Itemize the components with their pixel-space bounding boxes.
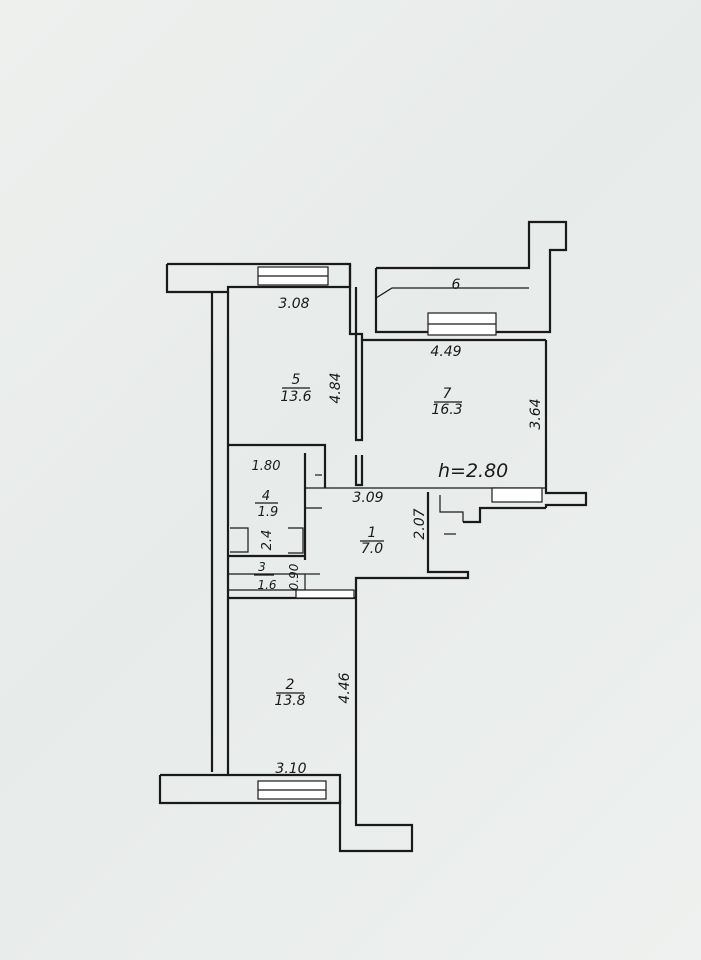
room3-number: 3 <box>258 560 266 574</box>
kitchen-counter <box>491 487 543 503</box>
room7-area: 16.3 <box>431 402 462 418</box>
fixture-sink <box>288 527 304 554</box>
room3-area: 1.6 <box>257 578 276 592</box>
dimension-ticks <box>305 474 456 575</box>
fixture-bath <box>230 527 249 553</box>
windows <box>257 266 497 800</box>
room5-area: 13.6 <box>280 389 311 405</box>
dim-room2-width: 3.10 <box>275 761 306 777</box>
wall-right-room7 <box>544 340 588 508</box>
dim-room4-length: 2.4 <box>260 530 275 551</box>
dim-room7-width: 4.49 <box>430 344 461 360</box>
dim-room5-width: 3.08 <box>278 296 309 312</box>
wall-hall-door <box>439 495 464 522</box>
dim-room5-length: 4.84 <box>328 372 344 403</box>
room1-number: 1 <box>368 525 377 541</box>
room2-area: 13.8 <box>274 693 305 709</box>
room4-area: 1.9 <box>258 505 279 520</box>
dim-room7-length: 3.64 <box>528 398 544 429</box>
wall-bottom <box>158 773 342 805</box>
dim-room4-width: 1.80 <box>252 459 281 474</box>
room6-inner <box>375 287 529 299</box>
window-hall <box>295 589 355 599</box>
ceiling-height: h=2.80 <box>438 460 508 482</box>
room4-number: 4 <box>262 489 270 504</box>
room2-number: 2 <box>286 677 295 693</box>
dim-room2-length: 4.46 <box>337 672 353 703</box>
room1-area: 7.0 <box>361 541 383 557</box>
corridor-line <box>228 573 306 591</box>
wall-hall-right <box>354 492 470 598</box>
room-labels: 5 13.6 6 7 16.3 4 1.9 1 7.0 3 1.6 2 13.8 <box>254 277 463 709</box>
wall-room2-right <box>338 598 414 853</box>
dim-room3-length: 0.90 <box>287 563 301 590</box>
room5-number: 5 <box>292 372 301 388</box>
walls <box>158 220 588 853</box>
wall-room5-bottom <box>228 443 327 488</box>
room7-number: 7 <box>443 386 452 402</box>
dimension-labels: 3.08 4.84 4.49 3.64 h=2.80 1.80 2.4 0.90… <box>252 296 544 777</box>
wall-room5-room7 <box>354 287 364 442</box>
wall-room5-room7-lower <box>354 455 364 487</box>
dim-hall-length: 2.07 <box>412 508 428 539</box>
room6-number: 6 <box>452 277 461 293</box>
wall-right-lower <box>463 506 546 524</box>
dim-hall-width: 3.09 <box>352 490 383 506</box>
wall-top-right <box>348 264 546 342</box>
